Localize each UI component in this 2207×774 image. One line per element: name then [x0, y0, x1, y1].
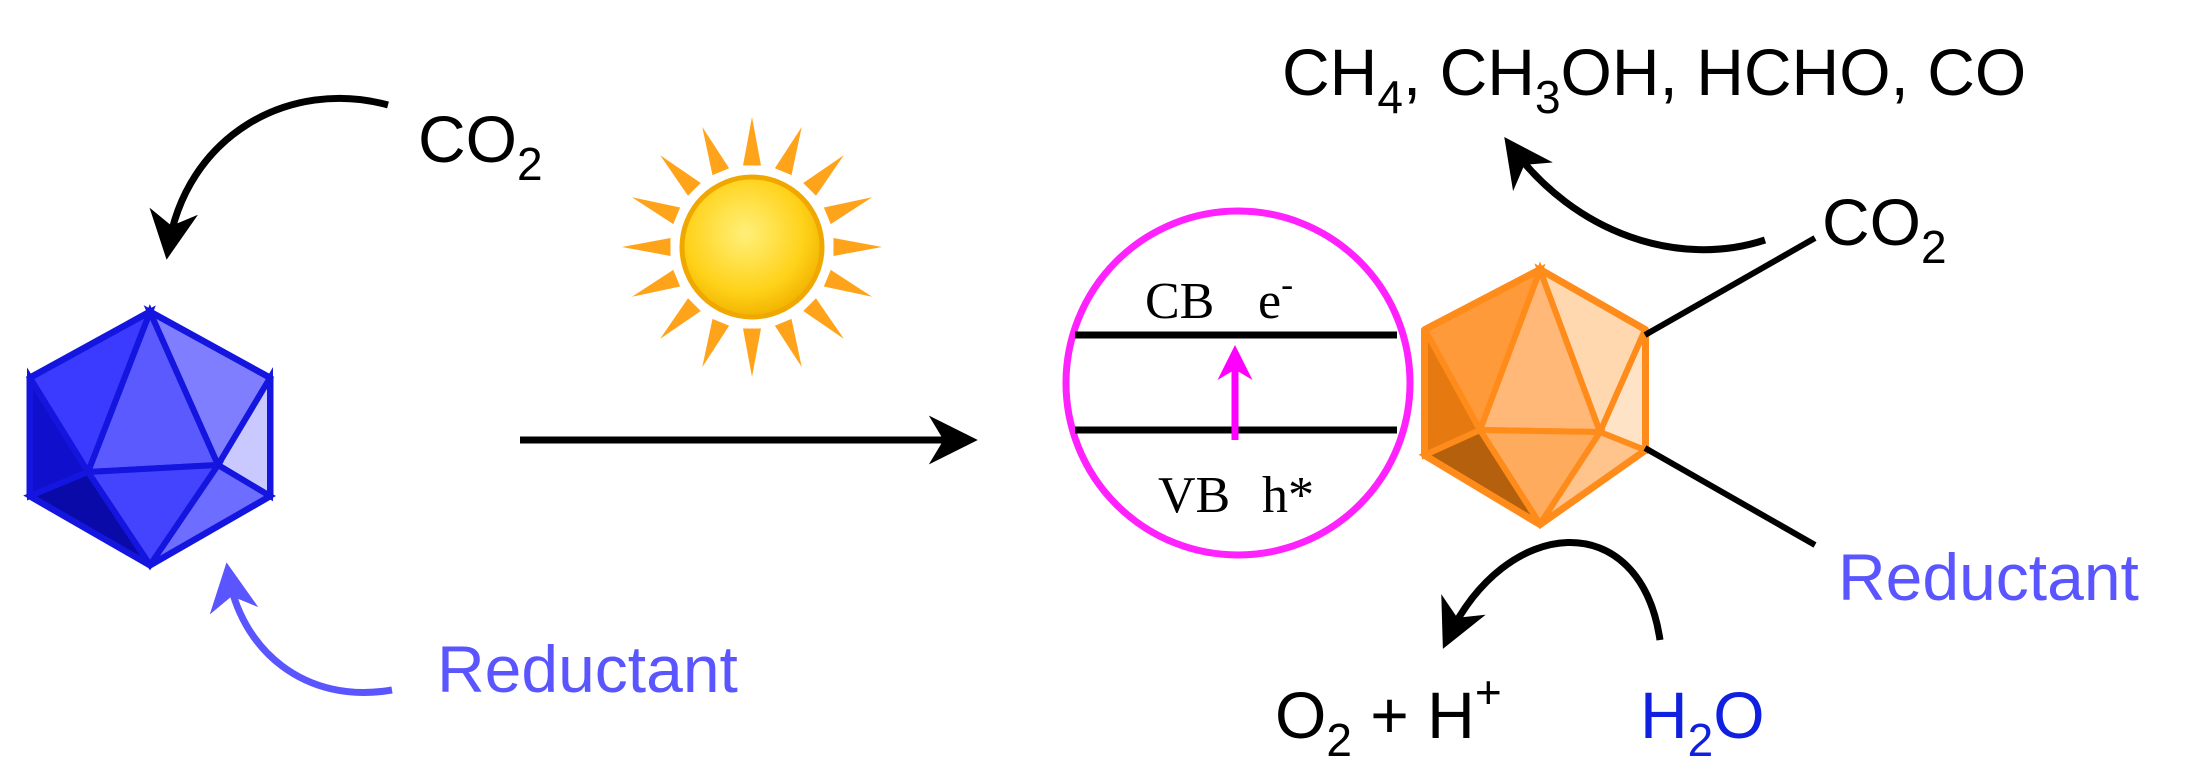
sun-icon	[622, 117, 882, 377]
sun-ray	[631, 197, 681, 225]
cluster-blue-icon	[23, 304, 276, 571]
co2-in-arrow	[149, 94, 389, 260]
co2-connector	[1643, 235, 1817, 338]
water-oxidation-arrow	[1441, 539, 1664, 649]
sun-ray	[833, 237, 882, 257]
sun-ray	[742, 328, 762, 377]
sun-ray	[702, 126, 730, 176]
vb-label: VB	[1158, 467, 1230, 524]
sun-ray	[774, 126, 802, 176]
sun-ray	[631, 269, 681, 297]
o2-h-label: O2 + H+	[1275, 666, 1502, 766]
sun-ray	[660, 298, 701, 339]
right-reductant-label: Reductant	[1838, 540, 2139, 614]
h2o-label: H2O	[1640, 678, 1765, 766]
reductant-connector	[1643, 445, 1817, 548]
reductant-in-arrow	[209, 562, 393, 696]
sun-ray	[622, 237, 671, 257]
sun-ray	[774, 318, 802, 368]
products-arrow	[1504, 137, 1767, 254]
sun-ray	[823, 197, 873, 225]
sun-ray	[702, 318, 730, 368]
sun-ray	[660, 155, 701, 196]
left-reductant-label: Reductant	[437, 632, 738, 706]
right-co2-label: CO2	[1822, 185, 1947, 273]
sun-ray	[823, 269, 873, 297]
cb-label: CB	[1145, 273, 1214, 330]
sun-ray	[803, 298, 844, 339]
electron-label: e-	[1258, 264, 1293, 330]
cluster-orange-icon	[1418, 261, 1652, 530]
sun-ray	[803, 155, 844, 196]
left-co2-label: CO2	[418, 102, 543, 190]
sun-ray	[742, 117, 762, 166]
hole-label: h*	[1262, 467, 1314, 524]
sun-core	[679, 174, 825, 320]
band-diagram: CB e- VB h*	[1062, 207, 1414, 559]
products-label: CH4, CH3OH, HCHO, CO	[1282, 35, 2026, 123]
